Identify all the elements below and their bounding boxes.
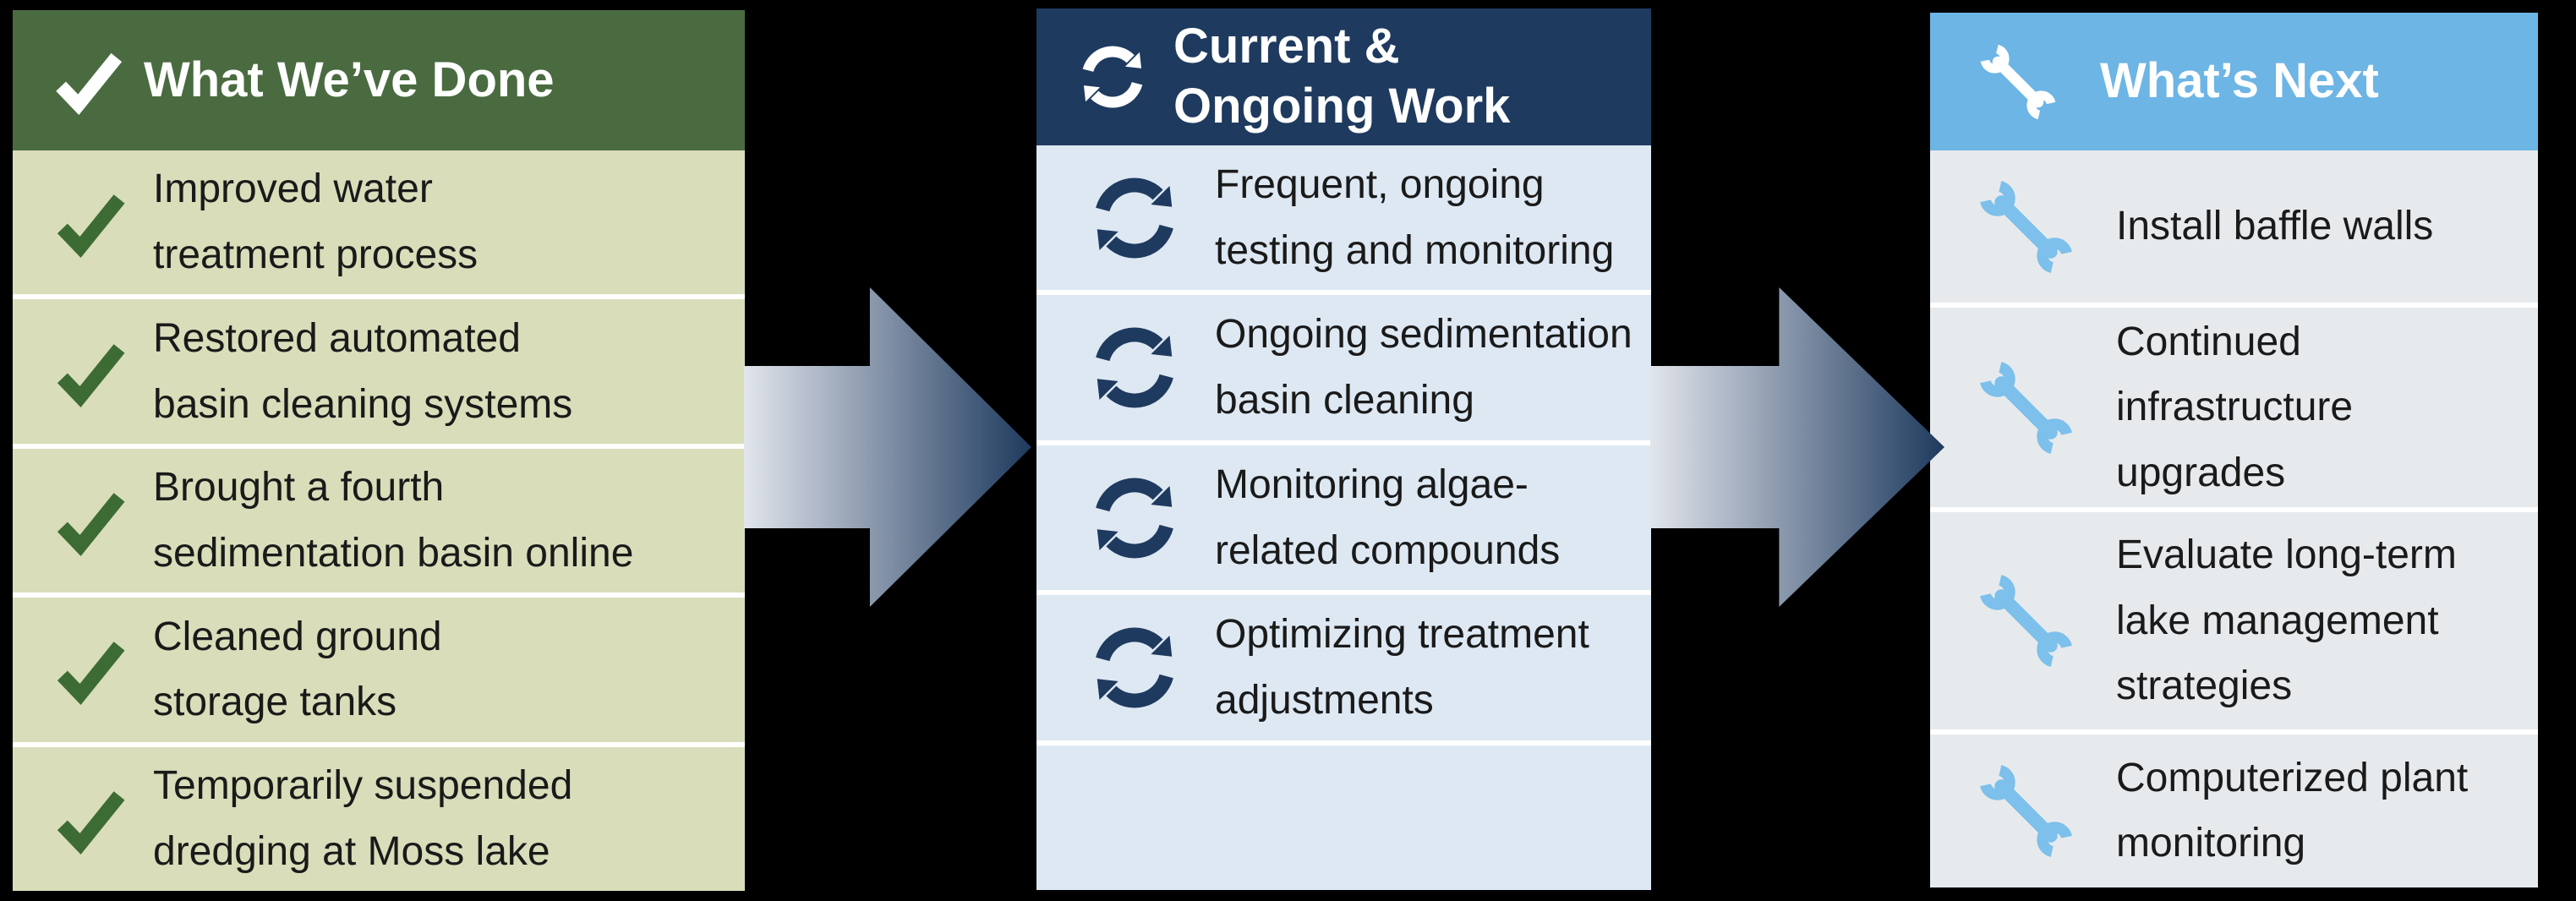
list-item: Monitoring algae- related compounds xyxy=(1036,440,1651,590)
list-item-text: Improved water treatment process xyxy=(153,167,479,278)
list-item: Cleaned ground storage tanks xyxy=(13,592,745,741)
cycle-arrows-icon xyxy=(1077,163,1191,273)
list-item-text: Evaluate long-term lake management strat… xyxy=(2116,532,2457,709)
list-item: Computerized plant monitoring xyxy=(1930,729,2538,887)
list-item-text: Ongoing sedimentation basin cleaning xyxy=(1215,312,1633,423)
list-item: Evaluate long-term lake management strat… xyxy=(1930,507,2538,729)
checkmark-icon xyxy=(48,780,133,858)
cycle-arrows-icon xyxy=(1077,313,1191,423)
checkmark-icon xyxy=(48,42,129,118)
list-item-text: Restored automated basin cleaning system… xyxy=(153,315,573,427)
column-title: What We’ve Done xyxy=(144,52,555,107)
wrench-icon xyxy=(1962,560,2089,682)
wrench-icon xyxy=(1962,166,2089,288)
list-item-text: Continued infrastructure upgrades xyxy=(2116,319,2354,496)
checkmark-icon xyxy=(48,333,133,411)
cycle-arrows-icon xyxy=(1077,613,1191,723)
list-item-text: Monitoring algae- related compounds xyxy=(1215,461,1561,573)
list-item-text: Computerized plant monitoring xyxy=(2116,755,2469,866)
column-title: What’s Next xyxy=(2100,53,2379,109)
list-item-text: Install baffle walls xyxy=(2116,204,2434,249)
wrench-icon xyxy=(1968,32,2068,132)
column-what-weve-done: What We’ve Done Improved water treatment… xyxy=(13,10,745,891)
list-item-text: Brought a fourth sedimentation basin onl… xyxy=(153,465,634,576)
list-item: Continued infrastructure upgrades xyxy=(1930,303,2538,507)
list-item: Brought a fourth sedimentation basin onl… xyxy=(13,443,745,592)
column-whats-next-body: Install baffle walls Continued infrastru… xyxy=(1930,150,2538,887)
list-item: Ongoing sedimentation basin cleaning xyxy=(1036,290,1651,440)
cycle-arrows-icon xyxy=(1070,35,1155,119)
wrench-icon xyxy=(1962,347,2089,469)
list-item-text: Frequent, ongoing testing and monitoring xyxy=(1215,161,1615,273)
flow-arrow-icon xyxy=(1650,287,1944,607)
list-item: Restored automated basin cleaning system… xyxy=(13,294,745,443)
checkmark-icon xyxy=(48,482,133,560)
empty-row xyxy=(1036,740,1651,890)
flow-arrow-icon xyxy=(744,287,1031,607)
column-current-ongoing-work-body: Frequent, ongoing testing and monitoring… xyxy=(1036,145,1651,890)
checkmark-icon xyxy=(48,183,133,261)
list-item-text: Temporarily suspended dredging at Moss l… xyxy=(153,763,573,874)
column-current-ongoing-work: Current & Ongoing Work Frequent, ongoing… xyxy=(1036,8,1651,890)
list-item: Improved water treatment process xyxy=(13,150,745,294)
list-item: Frequent, ongoing testing and monitoring xyxy=(1036,145,1651,290)
column-whats-next: What’s Next Install baffle walls xyxy=(1930,13,2538,887)
list-item-text: Optimizing treatment adjustments xyxy=(1215,612,1589,723)
wrench-icon xyxy=(1962,750,2089,872)
list-item: Install baffle walls xyxy=(1930,150,2538,303)
column-what-weve-done-header: What We’ve Done xyxy=(13,10,745,150)
list-item: Optimizing treatment adjustments xyxy=(1036,590,1651,740)
list-item: Temporarily suspended dredging at Moss l… xyxy=(13,741,745,891)
cycle-arrows-icon xyxy=(1077,463,1191,573)
checkmark-icon xyxy=(48,631,133,708)
column-title: Current & Ongoing Work xyxy=(1173,19,1511,134)
column-whats-next-header: What’s Next xyxy=(1930,13,2538,150)
column-current-ongoing-work-header: Current & Ongoing Work xyxy=(1036,8,1651,145)
list-item-text: Cleaned ground storage tanks xyxy=(153,614,442,725)
column-what-weve-done-body: Improved water treatment process Restore… xyxy=(13,150,745,891)
